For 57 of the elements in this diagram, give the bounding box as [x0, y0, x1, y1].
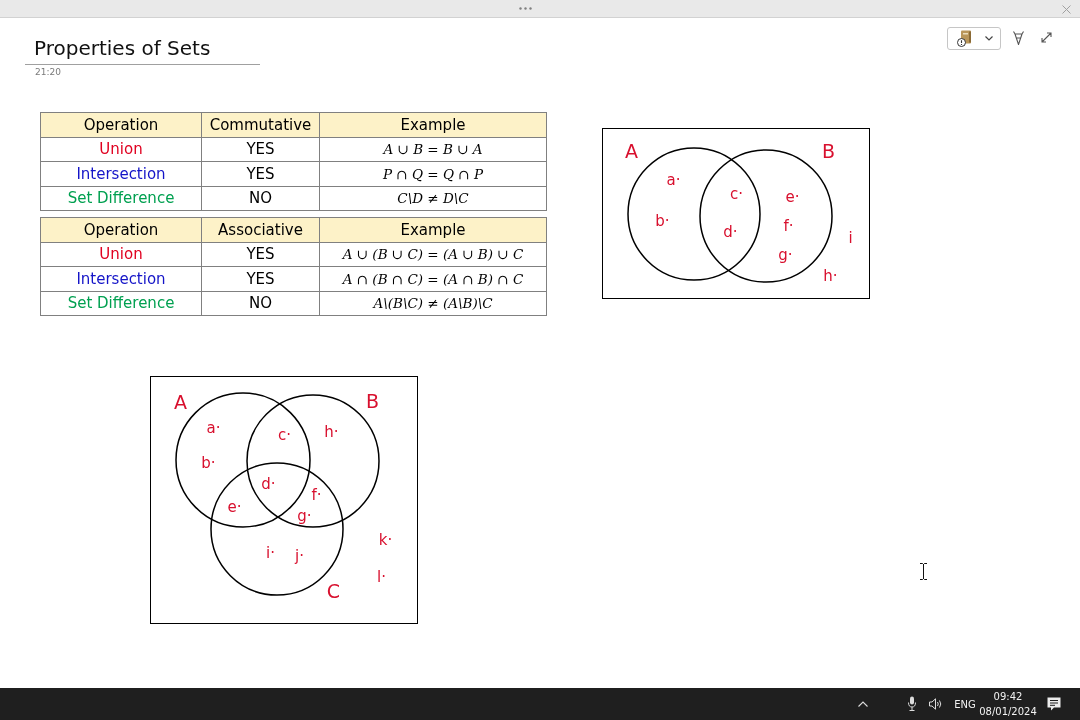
- element-label: h·: [823, 266, 838, 285]
- set-label: A: [625, 139, 638, 162]
- operation-name: Union: [40, 137, 202, 162]
- element-label: d·: [723, 222, 738, 241]
- element-label: g·: [297, 506, 312, 525]
- set-formula: A ∪ (B ∪ C) = (A ∪ B) ∪ C: [319, 242, 547, 267]
- operation-name: Intersection: [40, 266, 202, 291]
- property-value: YES: [201, 161, 320, 186]
- language-indicator: ENG: [954, 699, 976, 711]
- column-header: Operation: [40, 112, 202, 137]
- element-label: f·: [311, 485, 322, 504]
- element-label: i·: [266, 543, 275, 562]
- element-label: h·: [324, 422, 339, 441]
- clock-time: 09:42: [993, 691, 1023, 703]
- column-header: Example: [319, 217, 547, 242]
- property-value: NO: [201, 186, 320, 211]
- operation-name: Union: [40, 242, 202, 267]
- set-label: B: [822, 139, 835, 162]
- column-header: Operation: [40, 217, 202, 242]
- column-header: Commutative: [201, 112, 320, 137]
- element-label: c·: [730, 184, 743, 203]
- column-header: Example: [319, 112, 547, 137]
- element-label: c·: [278, 425, 291, 444]
- property-value: YES: [201, 242, 320, 267]
- set-formula: A ∩ (B ∩ C) = (A ∩ B) ∩ C: [319, 266, 547, 291]
- set-formula: P ∩ Q = Q ∩ P: [319, 161, 547, 186]
- clock-date: 08/01/2024: [979, 706, 1037, 718]
- element-label: l·: [377, 567, 386, 586]
- element-label: b·: [655, 211, 670, 230]
- operation-name: Set Difference: [40, 186, 202, 211]
- element-label: e·: [785, 187, 800, 206]
- column-header: Associative: [201, 217, 320, 242]
- operation-name: Intersection: [40, 161, 202, 186]
- element-label: e·: [227, 497, 242, 516]
- set-label: A: [174, 390, 187, 413]
- set-formula: A\(B\C) ≠ (A\B)\C: [319, 291, 547, 316]
- set-formula: A ∪ B = B ∪ A: [319, 137, 547, 162]
- set-label: B: [366, 389, 379, 412]
- universal-set-frame: [150, 376, 418, 624]
- property-value: YES: [201, 137, 320, 162]
- element-label: d·: [261, 474, 276, 493]
- timestamp: 21:20: [35, 67, 61, 78]
- page-title: Properties of Sets: [34, 35, 211, 61]
- property-value: YES: [201, 266, 320, 291]
- set-formula: C\D ≠ D\C: [319, 186, 547, 211]
- element-label: a·: [666, 170, 681, 189]
- element-label: k·: [378, 530, 393, 549]
- element-label: g·: [778, 245, 793, 264]
- element-label: b·: [201, 453, 216, 472]
- element-label: f·: [783, 216, 794, 235]
- set-label: C: [326, 579, 341, 602]
- property-value: NO: [201, 291, 320, 316]
- element-label: j·: [295, 546, 304, 565]
- operation-name: Set Difference: [40, 291, 202, 316]
- element-label: i: [848, 228, 853, 247]
- element-label: a·: [206, 418, 221, 437]
- universal-set-frame: [602, 128, 870, 299]
